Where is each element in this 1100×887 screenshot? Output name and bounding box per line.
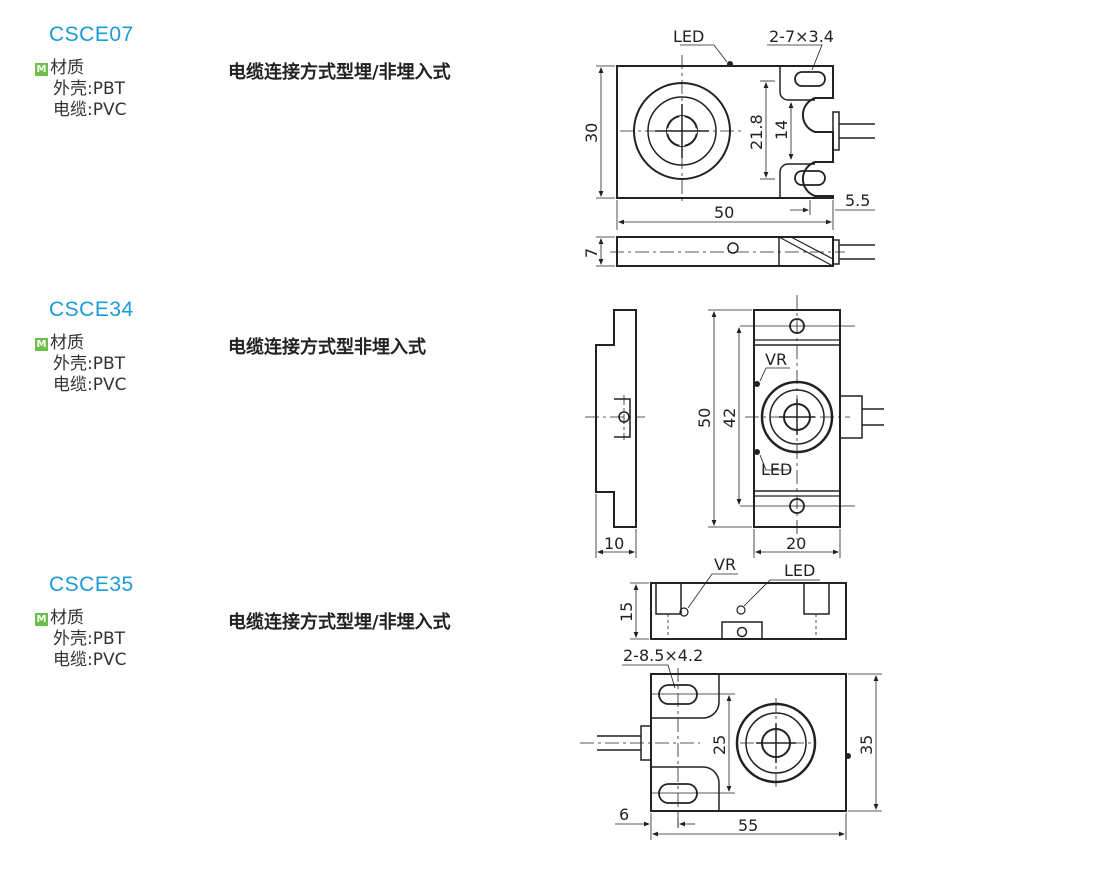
material-label: 材质 (50, 608, 84, 628)
height-label: 35 (857, 735, 876, 755)
vr-adjuster (754, 381, 760, 387)
csce35-side-view (650, 582, 847, 640)
material-icon: M (35, 338, 48, 351)
drawing-csce07 (596, 44, 875, 267)
material-label: 材质 (50, 58, 84, 78)
drawing-csce35 (580, 573, 882, 840)
vr-label: VR (714, 555, 736, 574)
housing-spec: 外壳:PBT (53, 629, 126, 649)
csce07-slot (794, 71, 826, 87)
cable-spec: 电缆:PVC (53, 650, 127, 670)
model-title-csce34: CSCE34 (49, 298, 134, 321)
material-icon: M (35, 63, 48, 76)
height-label: 50 (695, 408, 714, 428)
height-label: 30 (582, 123, 601, 143)
description-csce35: 电缆连接方式型埋/非埋入式 (228, 612, 451, 633)
csce34-side-view (595, 309, 637, 528)
thickness-label: 15 (617, 602, 636, 622)
model-title-csce07: CSCE07 (49, 23, 134, 46)
led-label: LED (761, 460, 792, 479)
housing-spec: 外壳:PBT (53, 79, 126, 99)
led-label: LED (784, 561, 815, 580)
vr-label: VR (765, 350, 787, 369)
csce07-body (616, 65, 834, 199)
csce07-ear (779, 66, 815, 101)
description-csce34: 电缆连接方式型非埋入式 (228, 337, 426, 358)
pitch-label: 21.8 (747, 114, 766, 150)
slot-gap-label: 25 (710, 735, 729, 755)
slot-gap-label: 14 (772, 120, 791, 140)
width-label: 20 (786, 534, 806, 553)
led-label: LED (673, 27, 704, 46)
csce07-ear (779, 163, 815, 198)
width-label: 50 (714, 203, 734, 222)
csce07-side-view (616, 236, 834, 267)
housing-spec: 外壳:PBT (53, 354, 126, 374)
led-indicator (845, 753, 851, 759)
csce07-slot (794, 170, 826, 186)
model-title-csce35: CSCE35 (49, 573, 134, 596)
material-label: 材质 (50, 333, 84, 353)
cable-spec: 电缆:PVC (53, 100, 127, 120)
thickness-label: 7 (582, 248, 601, 258)
drawing-csce34 (585, 295, 884, 558)
csce35-body (650, 673, 847, 812)
cable-spec: 电缆:PVC (53, 375, 127, 395)
description-csce07: 电缆连接方式型埋/非埋入式 (228, 62, 451, 83)
width-label: 55 (738, 816, 758, 835)
edge-label: 5.5 (845, 191, 870, 210)
depth-label: 10 (604, 534, 624, 553)
led-indicator (754, 449, 760, 455)
pitch-label: 42 (720, 408, 739, 428)
material-icon: M (35, 613, 48, 626)
slot-size-label: 2-8.5×4.2 (623, 646, 703, 665)
slot-size-label: 2-7×3.4 (769, 27, 834, 46)
led-indicator (727, 61, 733, 67)
edge-label: 6 (619, 805, 629, 824)
